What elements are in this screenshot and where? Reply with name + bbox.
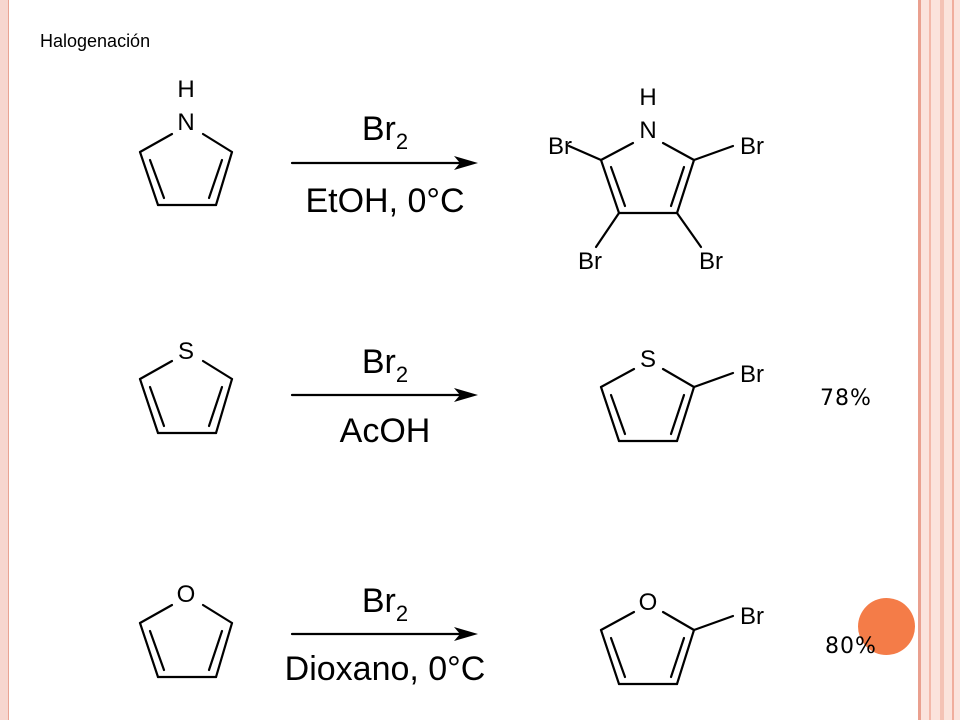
furan-ring	[138, 603, 234, 679]
decorative-orange-circle	[858, 598, 915, 655]
yield-reaction-2: 78%	[820, 386, 872, 411]
atom-br: Br	[740, 603, 764, 630]
slide-title: Halogenación	[40, 31, 151, 51]
atom-br: Br	[740, 361, 764, 388]
reagent-3: Br2	[362, 582, 408, 626]
atom-o: O	[177, 581, 196, 608]
arrow-head-3	[454, 627, 478, 641]
atom-h: H	[177, 76, 194, 103]
atom-s: S	[640, 346, 656, 373]
atom-br: Br	[740, 133, 764, 160]
atom-br: Br	[578, 248, 602, 275]
reagent-2: Br2	[362, 343, 408, 387]
arrow-head-1	[454, 156, 478, 170]
conditions-2: AcOH	[340, 412, 431, 450]
left-decorative-border	[0, 0, 9, 720]
conditions-1: EtOH, 0°C	[305, 182, 464, 220]
arrow-head-2	[454, 388, 478, 402]
thiophene-ring	[138, 359, 234, 435]
bromofuran-ring	[599, 610, 735, 686]
yield-reaction-3: 80%	[825, 634, 877, 659]
atom-n: N	[177, 109, 194, 136]
atom-h: H	[639, 84, 656, 111]
conditions-3: Dioxano, 0°C	[285, 650, 486, 688]
right-decorative-border	[918, 0, 960, 720]
atom-n: N	[639, 117, 656, 144]
tetrabromopyrrole-ring	[567, 141, 735, 249]
pyrrole-ring	[138, 132, 234, 207]
atom-s: S	[178, 338, 194, 365]
bromothiophene-ring	[599, 367, 735, 443]
reagent-1: Br2	[362, 110, 408, 154]
atom-br: Br	[548, 133, 572, 160]
atom-o: O	[639, 589, 658, 616]
atom-br: Br	[699, 248, 723, 275]
